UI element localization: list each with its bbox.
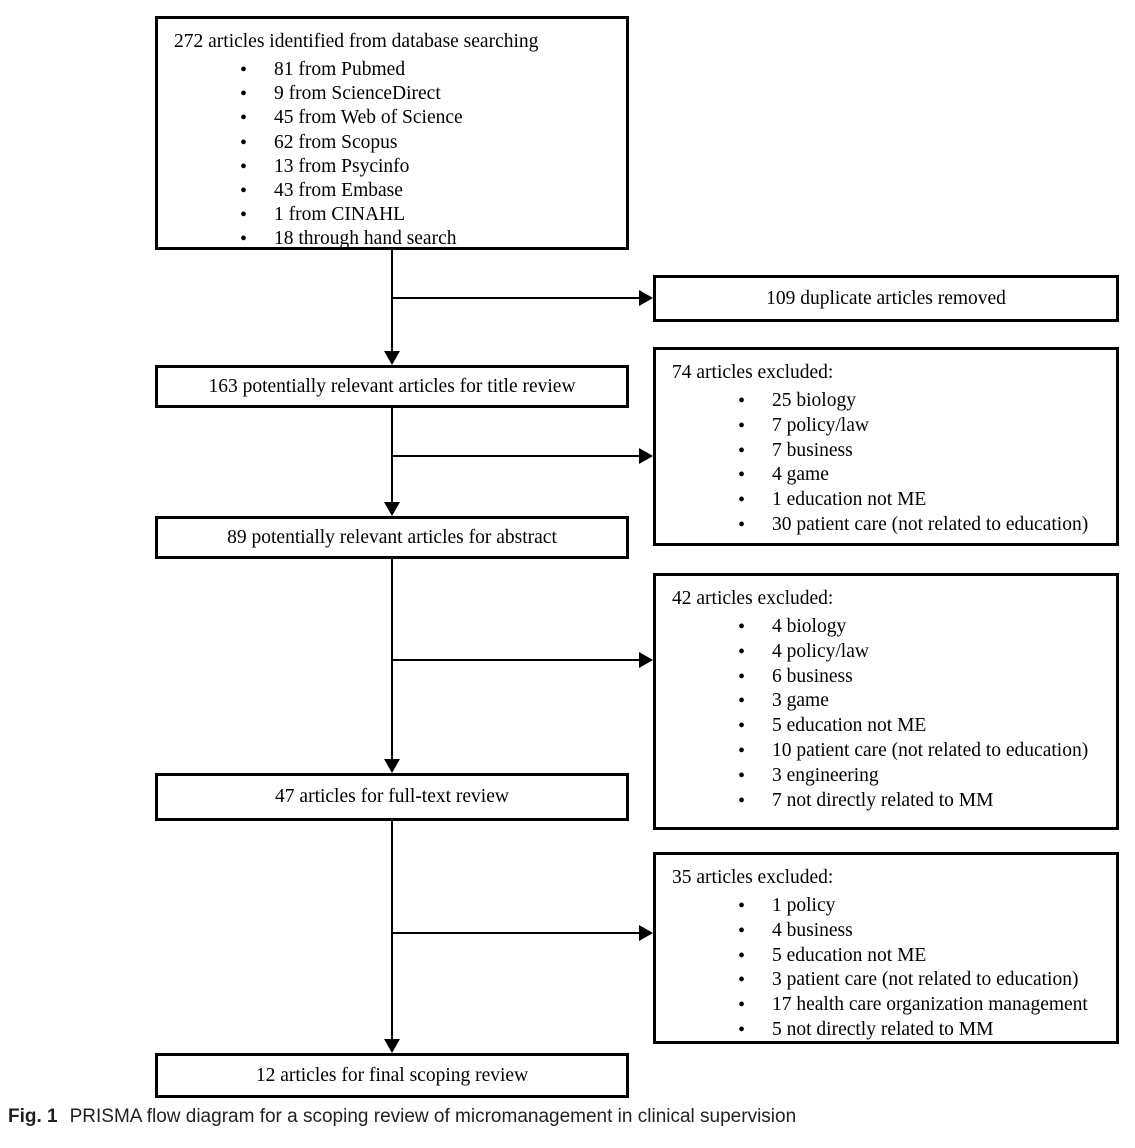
arrow-right-icon [639,925,653,941]
connector-line [392,297,639,299]
box-articles-identified: 272 articles identified from database se… [155,16,629,252]
box-title: 42 articles excluded: [672,588,834,609]
list-item: 62 from Scopus [174,131,620,155]
box-abstract-review: 89 potentially relevant articles for abs… [155,516,629,559]
list-item: 1 from CINAHL [174,203,620,227]
arrow-down-icon [384,502,400,516]
list-item: 4 game [672,463,1110,488]
list-item: 25 biology [672,389,1110,414]
figure-caption: Fig. 1 PRISMA flow diagram for a scoping … [8,1106,796,1128]
excluded-abstract-list: 4 biology 4 policy/law 6 business 3 game… [672,615,1110,813]
connector-line [392,455,639,457]
arrow-down-icon [384,351,400,365]
list-item: 5 education not ME [672,944,1110,969]
box-title: 35 articles excluded: [672,867,834,888]
list-item: 17 health care organization management [672,993,1110,1018]
excluded-title-list: 25 biology 7 policy/law 7 business 4 gam… [672,389,1110,538]
list-item: 4 biology [672,615,1110,640]
arrow-down-icon [384,759,400,773]
list-item: 18 through hand search [174,227,620,251]
box-text: 47 articles for full-text review [275,786,509,808]
figure-caption-text: PRISMA flow diagram for a scoping review… [69,1106,797,1127]
list-item: 10 patient care (not related to educatio… [672,739,1110,764]
box-text: 12 articles for final scoping review [255,1064,529,1086]
list-item: 7 not directly related to MM [672,789,1110,814]
list-item: 4 business [672,919,1110,944]
list-item: 5 not directly related to MM [672,1018,1110,1043]
box-excluded-title: 74 articles excluded: 25 biology 7 polic… [653,347,1119,546]
connector-line [392,659,639,661]
identified-sources-list: 81 from Pubmed 9 from ScienceDirect 45 f… [174,58,620,252]
box-text: 109 duplicate articles removed [766,287,1006,309]
box-duplicates-removed: 109 duplicate articles removed [653,275,1119,322]
connector-line [391,821,393,1039]
list-item: 1 education not ME [672,488,1110,513]
list-item: 5 education not ME [672,714,1110,739]
list-item: 4 policy/law [672,640,1110,665]
list-item: 13 from Psycinfo [174,155,620,179]
box-title-review: 163 potentially relevant articles for ti… [155,365,629,408]
list-item: 43 from Embase [174,179,620,203]
excluded-fulltext-list: 1 policy 4 business 5 education not ME 3… [672,894,1110,1043]
box-fulltext-review: 47 articles for full-text review [155,773,629,821]
arrow-right-icon [639,652,653,668]
list-item: 7 policy/law [672,414,1110,439]
box-text: 163 potentially relevant articles for ti… [208,375,576,397]
list-item: 3 engineering [672,764,1110,789]
arrow-right-icon [639,448,653,464]
list-item: 1 policy [672,894,1110,919]
box-text: 89 potentially relevant articles for abs… [227,526,557,548]
box-excluded-fulltext: 35 articles excluded: 1 policy 4 busines… [653,852,1119,1044]
list-item: 7 business [672,439,1110,464]
box-title: 74 articles excluded: [672,362,834,383]
arrow-down-icon [384,1039,400,1053]
list-item: 3 patient care (not related to education… [672,968,1110,993]
list-item: 45 from Web of Science [174,106,620,130]
connector-line [392,932,639,934]
list-item: 30 patient care (not related to educatio… [672,513,1110,538]
list-item: 3 game [672,689,1110,714]
box-title: 272 articles identified from database se… [174,31,539,52]
list-item: 81 from Pubmed [174,58,620,82]
arrow-right-icon [639,290,653,306]
box-final-review: 12 articles for final scoping review [155,1053,629,1098]
connector-line [391,250,393,351]
figure-caption-label: Fig. 1 [8,1106,58,1127]
box-excluded-abstract: 42 articles excluded: 4 biology 4 policy… [653,573,1119,830]
list-item: 6 business [672,665,1110,690]
list-item: 9 from ScienceDirect [174,82,620,106]
